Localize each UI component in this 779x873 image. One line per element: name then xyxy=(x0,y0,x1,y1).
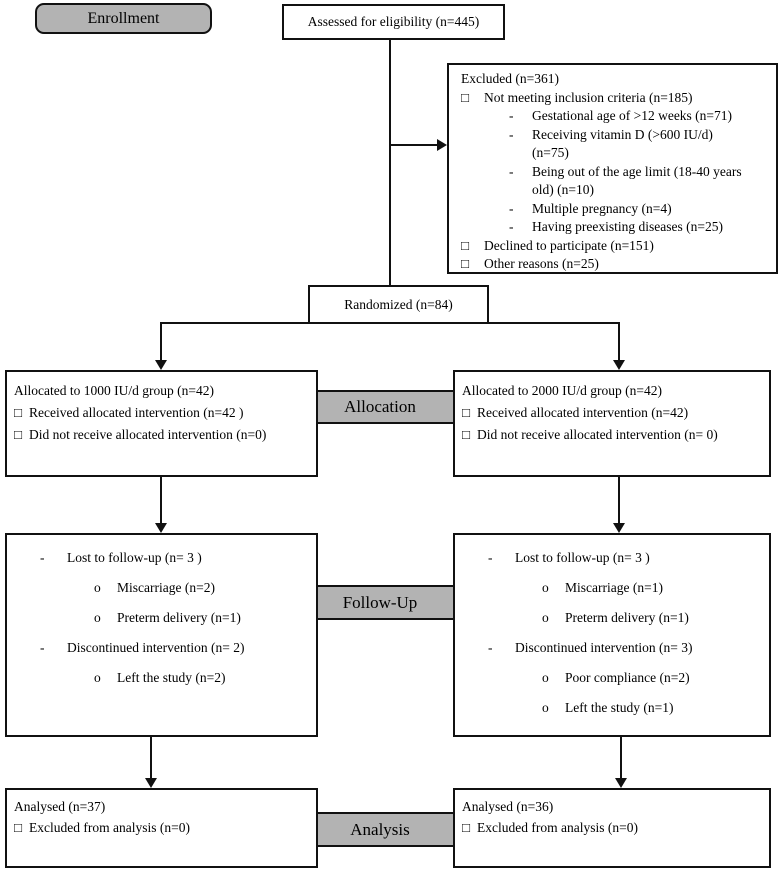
circle-bullet-icon: o xyxy=(542,610,549,625)
analysis-right-title: Analysed (n=36) xyxy=(462,799,554,814)
square-bullet-icon: □ xyxy=(14,820,23,835)
excluded-item: □Other reasons (n=25) xyxy=(461,255,770,274)
stage-label-allocation: Allocation xyxy=(300,390,460,424)
circle-bullet-icon: o xyxy=(542,580,549,595)
allocation-left-title: Allocated to 1000 IU/d group (n=42) xyxy=(14,383,214,398)
allocation-item: □Received allocated intervention (n=42) xyxy=(462,402,763,424)
arrowhead-alloc-left-icon xyxy=(155,360,167,370)
dash-bullet-icon: - xyxy=(509,219,514,234)
line-followup-to-analysis-right xyxy=(620,737,622,779)
arrowhead-followup-left-icon xyxy=(155,523,167,533)
stage-label-enrollment: Enrollment xyxy=(35,3,212,34)
randomized-box: Randomized (n=84) xyxy=(308,285,489,324)
followup-item: -Discontinued intervention (n= 3) xyxy=(455,633,769,663)
analysis-item: □Excluded from analysis (n=0) xyxy=(462,817,763,838)
dash-bullet-icon: - xyxy=(509,126,514,142)
dash-bullet-icon: - xyxy=(40,550,45,565)
allocation-item: □Did not receive allocated intervention … xyxy=(462,424,763,446)
analysis-item: □Excluded from analysis (n=0) xyxy=(14,817,310,838)
followup-item: -Lost to follow-up (n= 3 ) xyxy=(7,543,316,573)
arrowhead-analysis-left-icon xyxy=(145,778,157,788)
line-branch-left xyxy=(160,322,162,361)
circle-bullet-icon: o xyxy=(94,580,101,595)
allocation-right-box: Allocated to 2000 IU/d group (n=42) □Rec… xyxy=(453,370,771,477)
square-bullet-icon: □ xyxy=(461,89,470,105)
arrowhead-alloc-right-icon xyxy=(613,360,625,370)
line-alloc-to-followup-left xyxy=(160,477,162,524)
excluded-item: -Gestational age of >12 weeks (n=71) xyxy=(461,107,770,126)
analysis-left-box: Analysed (n=37) □Excluded from analysis … xyxy=(5,788,318,868)
analysis-left-title: Analysed (n=37) xyxy=(14,799,106,814)
dash-bullet-icon: - xyxy=(509,200,514,216)
line-to-excluded xyxy=(390,144,438,146)
line-followup-to-analysis-left xyxy=(150,737,152,779)
excluded-item: □Declined to participate (n=151) xyxy=(461,237,770,256)
dash-bullet-icon: - xyxy=(40,640,45,655)
analysis-right-box: Analysed (n=36) □Excluded from analysis … xyxy=(453,788,771,868)
circle-bullet-icon: o xyxy=(94,610,101,625)
square-bullet-icon: □ xyxy=(14,427,23,442)
dash-bullet-icon: - xyxy=(509,108,514,123)
line-assessed-to-randomized xyxy=(389,40,391,286)
square-bullet-icon: □ xyxy=(14,405,23,420)
followup-item: -Discontinued intervention (n= 2) xyxy=(7,633,316,663)
square-bullet-icon: □ xyxy=(462,427,471,442)
circle-bullet-icon: o xyxy=(94,670,101,685)
excluded-title: Excluded (n=361) xyxy=(461,71,559,86)
arrowhead-followup-right-icon xyxy=(613,523,625,533)
square-bullet-icon: □ xyxy=(462,820,471,835)
excluded-item: -Multiple pregnancy (n=4) xyxy=(461,200,770,219)
square-bullet-icon: □ xyxy=(461,256,470,271)
stage-label-followup: Follow-Up xyxy=(300,585,460,620)
line-alloc-to-followup-right xyxy=(618,477,620,524)
assessed-box: Assessed for eligibility (n=445) xyxy=(282,4,505,40)
excluded-item: -Receiving vitamin D (>600 IU/d) (n=75) xyxy=(509,126,713,161)
circle-bullet-icon: o xyxy=(542,700,549,715)
stage-label-analysis: Analysis xyxy=(300,812,460,847)
allocation-right-title: Allocated to 2000 IU/d group (n=42) xyxy=(462,383,662,398)
square-bullet-icon: □ xyxy=(461,237,470,253)
dash-bullet-icon: - xyxy=(509,163,514,179)
arrowhead-excluded-icon xyxy=(437,139,447,151)
allocation-left-box: Allocated to 1000 IU/d group (n=42) □Rec… xyxy=(5,370,318,477)
line-branch-right xyxy=(618,322,620,361)
excluded-box: Excluded (n=361) □Not meeting inclusion … xyxy=(447,63,778,274)
dash-bullet-icon: - xyxy=(488,550,493,565)
dash-bullet-icon: - xyxy=(488,640,493,655)
square-bullet-icon: □ xyxy=(462,405,471,420)
followup-item: -Lost to follow-up (n= 3 ) xyxy=(455,543,769,573)
arrowhead-analysis-right-icon xyxy=(615,778,627,788)
excluded-item: □Not meeting inclusion criteria (n=185) xyxy=(461,89,770,108)
allocation-item: □Received allocated intervention (n=42 ) xyxy=(14,402,310,424)
excluded-item: -Being out of the age limit (18-40 years… xyxy=(509,163,742,198)
excluded-item: -Having preexisting diseases (n=25) xyxy=(461,218,770,237)
circle-bullet-icon: o xyxy=(542,670,549,685)
allocation-item: □Did not receive allocated intervention … xyxy=(14,424,310,446)
